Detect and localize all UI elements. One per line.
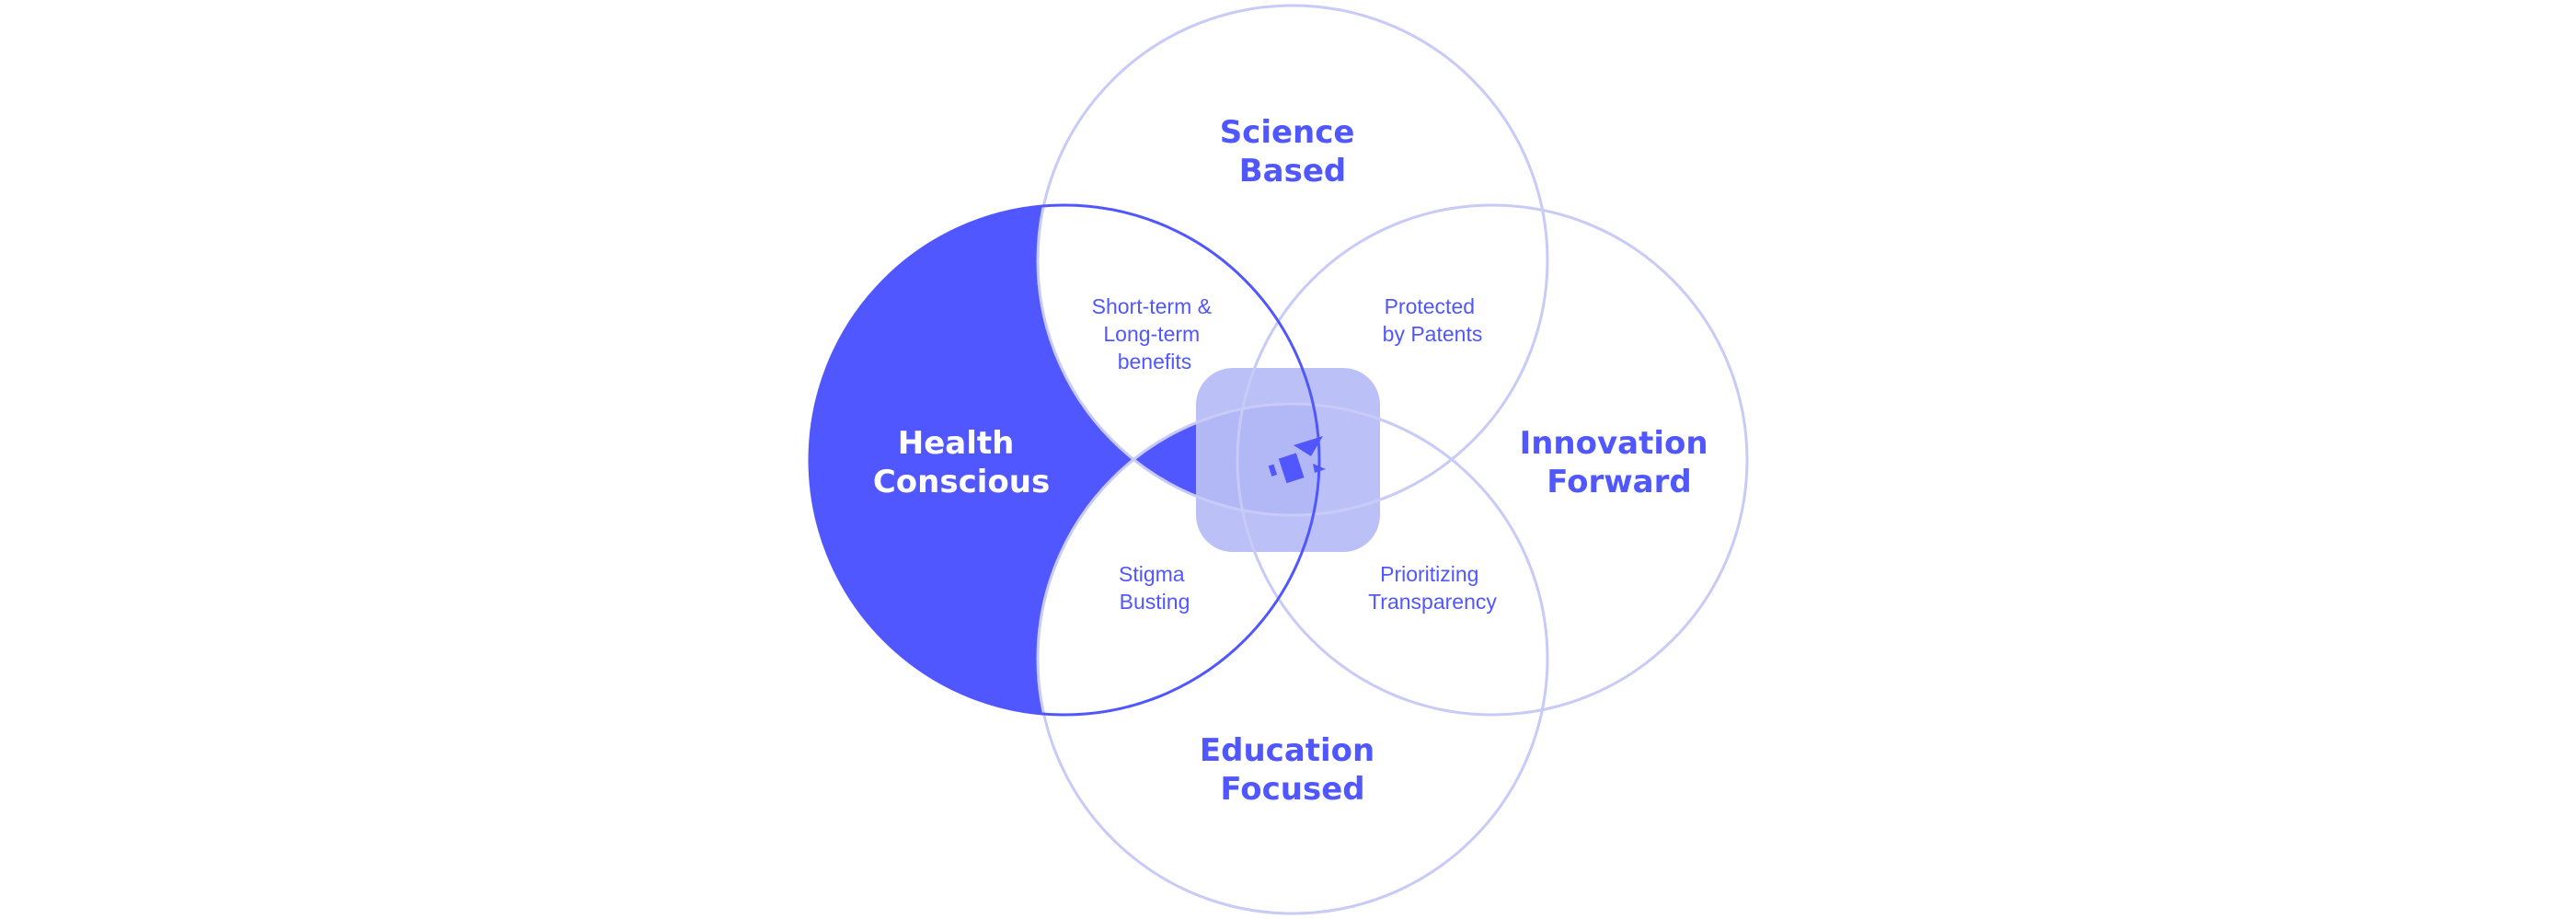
label-education-focused: Education Focused	[1200, 732, 1386, 808]
label-overlap-top-right-line2: by Patents	[1383, 322, 1483, 346]
label-overlap-top-left: Short-term & Long-term benefits	[1092, 294, 1218, 373]
circle-education-focused	[1036, 402, 1549, 915]
label-overlap-top-right-line1: Protected	[1385, 294, 1475, 318]
label-health-conscious: Health Conscious	[873, 425, 1050, 500]
label-education-focused-line2: Focused	[1220, 771, 1364, 808]
circle-innovation-forward	[1236, 203, 1749, 717]
label-overlap-top-left-line1: Short-term &	[1092, 294, 1212, 318]
label-overlap-bottom-left-line2: Busting	[1120, 590, 1190, 614]
label-innovation-forward-line2: Forward	[1547, 464, 1691, 500]
label-health-conscious-line2: Conscious	[873, 464, 1050, 500]
label-overlap-bottom-right-line2: Transparency	[1368, 590, 1497, 614]
label-science-based-line2: Based	[1239, 153, 1347, 190]
circle-science-based	[1036, 4, 1549, 517]
label-education-focused-line1: Education	[1200, 732, 1374, 769]
label-overlap-bottom-right-line1: Prioritizing	[1380, 562, 1478, 586]
label-overlap-top-left-line3: benefits	[1118, 350, 1192, 373]
label-innovation-forward-line1: Innovation	[1520, 425, 1708, 462]
label-overlap-bottom-left-line1: Stigma	[1119, 562, 1185, 586]
label-science-based-line1: Science	[1220, 114, 1355, 151]
health-conscious-region	[810, 205, 1319, 715]
label-overlap-bottom-right: Prioritizing Transparency	[1368, 562, 1497, 614]
brand-logo-icon	[1268, 436, 1326, 484]
label-science-based: Science Based	[1220, 114, 1366, 190]
label-overlap-top-right: Protected by Patents	[1383, 294, 1483, 346]
label-innovation-forward: Innovation Forward	[1520, 425, 1719, 500]
label-overlap-bottom-left: Stigma Busting	[1119, 562, 1190, 614]
circle-health-conscious	[808, 203, 1321, 717]
label-overlap-top-left-line2: Long-term	[1103, 322, 1200, 346]
label-health-conscious-line1: Health	[898, 425, 1015, 462]
